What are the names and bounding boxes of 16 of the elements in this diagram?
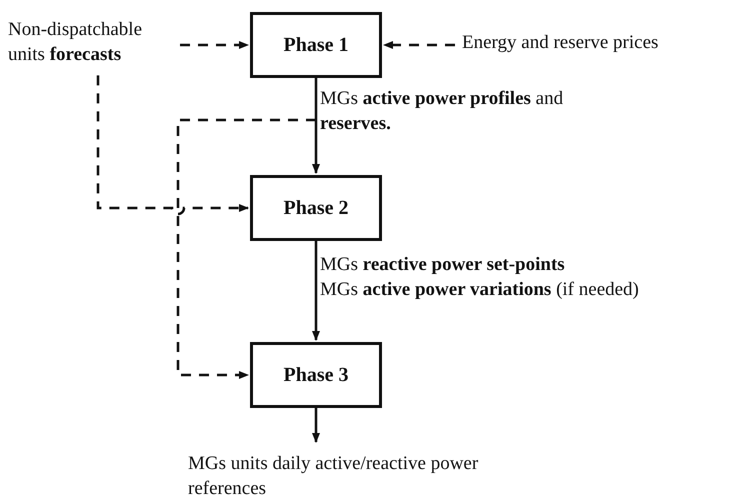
dashed-arrow — [96, 75, 249, 216]
annotation-text: MGs active power variations (if needed) — [320, 278, 639, 302]
phase-box: Phase 3 — [250, 342, 382, 408]
phase-box: Phase 2 — [250, 175, 382, 241]
dashed-arrow — [180, 41, 249, 49]
dashed-arrow — [176, 118, 316, 379]
arrow — [312, 78, 320, 174]
phase-box: Phase 1 — [250, 12, 382, 78]
edge-label: MGs active power profiles and reserves. — [320, 87, 564, 136]
arrow — [312, 241, 320, 341]
input-label: Non-dispatchable units forecasts — [8, 18, 178, 68]
output-label: MGs units daily active/reactive power references — [188, 452, 488, 502]
dashed-arrow — [383, 41, 455, 49]
edge-label: MGs reactive power set-points — [320, 253, 565, 277]
input-label: Energy and reserve prices — [462, 31, 722, 56]
arrow — [312, 408, 320, 443]
